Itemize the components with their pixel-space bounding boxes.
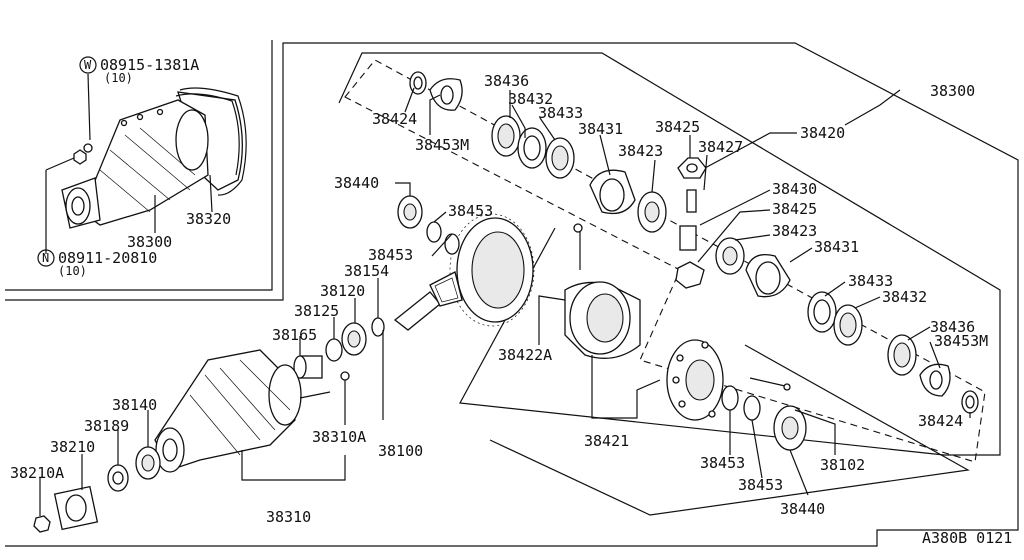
pinion-gear-38425-upper <box>677 157 707 179</box>
label-38189: 38189 <box>84 417 129 435</box>
label-38154: 38154 <box>344 262 389 280</box>
washer-symbol: W <box>79 56 97 74</box>
label-38430: 38430 <box>772 180 817 198</box>
nut-symbol: N <box>37 249 55 267</box>
label-38453-a: 38453 <box>448 202 493 220</box>
companion-flange-parts <box>33 446 161 533</box>
bearing-detail-frame <box>489 344 970 516</box>
label-38427: 38427 <box>698 138 743 156</box>
label-38100: 38100 <box>378 442 423 460</box>
label-38125: 38125 <box>294 302 339 320</box>
label-38436-upper: 38436 <box>484 72 529 90</box>
pinion-gear-38425-lower <box>675 261 705 289</box>
label-38300: 38300 <box>930 82 975 100</box>
label-38165: 38165 <box>272 326 317 344</box>
label-38210: 38210 <box>50 438 95 456</box>
side-gear-38423-lower <box>715 237 745 275</box>
label-38423-lower: 38423 <box>772 222 817 240</box>
spacer-block <box>679 225 697 251</box>
label-38453M-lower: 38453M <box>934 332 988 350</box>
label-38420: 38420 <box>800 124 845 142</box>
label-38421: 38421 <box>584 432 629 450</box>
inset-housing <box>61 87 247 229</box>
washer-qty-label: (10) <box>104 71 133 85</box>
label-38453M-upper: 38453M <box>415 136 469 154</box>
inset-leaders <box>45 73 213 254</box>
nut-qty-label: (10) <box>58 264 87 278</box>
shim-38453M-upper <box>429 78 463 111</box>
pressure-ring-38431-lower <box>745 253 791 298</box>
label-38425-upper: 38425 <box>655 118 700 136</box>
inset-frame <box>5 40 273 291</box>
label-38436-lower: 38436 <box>930 318 975 336</box>
washer-symbol-text: W <box>84 58 92 72</box>
figure-code: A380B 0121 <box>922 529 1012 547</box>
case-bolt <box>749 377 791 391</box>
main-frame <box>5 42 1019 547</box>
shim-38453M-lower <box>919 363 951 397</box>
label-38102: 38102 <box>820 456 865 474</box>
nut-symbol-text: N <box>42 251 49 265</box>
label-38453-d: 38453 <box>738 476 783 494</box>
leader-lines <box>39 87 971 516</box>
label-38300-inset: 38300 <box>127 233 172 251</box>
nut-code-label: 08911-20810 <box>58 249 157 267</box>
label-38120: 38120 <box>320 282 365 300</box>
label-38424-lower: 38424 <box>918 412 963 430</box>
label-38423-upper: 38423 <box>618 142 663 160</box>
label-38431-upper: 38431 <box>578 120 623 138</box>
friction-plates-upper <box>491 115 575 179</box>
side-gear-38423-upper <box>637 191 667 233</box>
label-38425-lower: 38425 <box>772 200 817 218</box>
label-38310: 38310 <box>266 508 311 526</box>
carrier-housing-38310 <box>154 349 350 473</box>
differential-case-flange <box>666 339 724 421</box>
pinion-shaft-38427 <box>686 189 697 213</box>
labels: 08915-1381A (10) 08911-20810 (10) 38320 … <box>10 56 1012 547</box>
label-38453-c: 38453 <box>700 454 745 472</box>
washer-code-label: 08915-1381A <box>100 56 199 74</box>
label-38424-upper: 38424 <box>372 110 417 128</box>
label-38453-b: 38453 <box>368 246 413 264</box>
label-38432-upper: 38432 <box>508 90 553 108</box>
label-38440-upper: 38440 <box>334 174 379 192</box>
thrust-washer-38424-lower <box>961 390 979 414</box>
friction-plates-lower <box>807 291 917 376</box>
side-bearing-parts-right <box>721 385 807 451</box>
differential-case-38421 <box>564 223 641 359</box>
ring-gear <box>449 213 535 327</box>
label-38440-lower: 38440 <box>780 500 825 518</box>
pressure-ring-38431-upper <box>589 169 636 215</box>
label-38433-lower: 38433 <box>848 272 893 290</box>
label-38210A: 38210A <box>10 464 64 482</box>
differential-case-frame <box>338 52 1001 456</box>
label-38140: 38140 <box>112 396 157 414</box>
label-38320: 38320 <box>186 210 231 228</box>
label-38433-upper: 38433 <box>538 104 583 122</box>
drive-pinion-38100 <box>393 271 463 331</box>
label-38310A: 38310A <box>312 428 366 446</box>
label-38431-lower: 38431 <box>814 238 859 256</box>
label-38422A: 38422A <box>498 346 552 364</box>
label-38432-lower: 38432 <box>882 288 927 306</box>
